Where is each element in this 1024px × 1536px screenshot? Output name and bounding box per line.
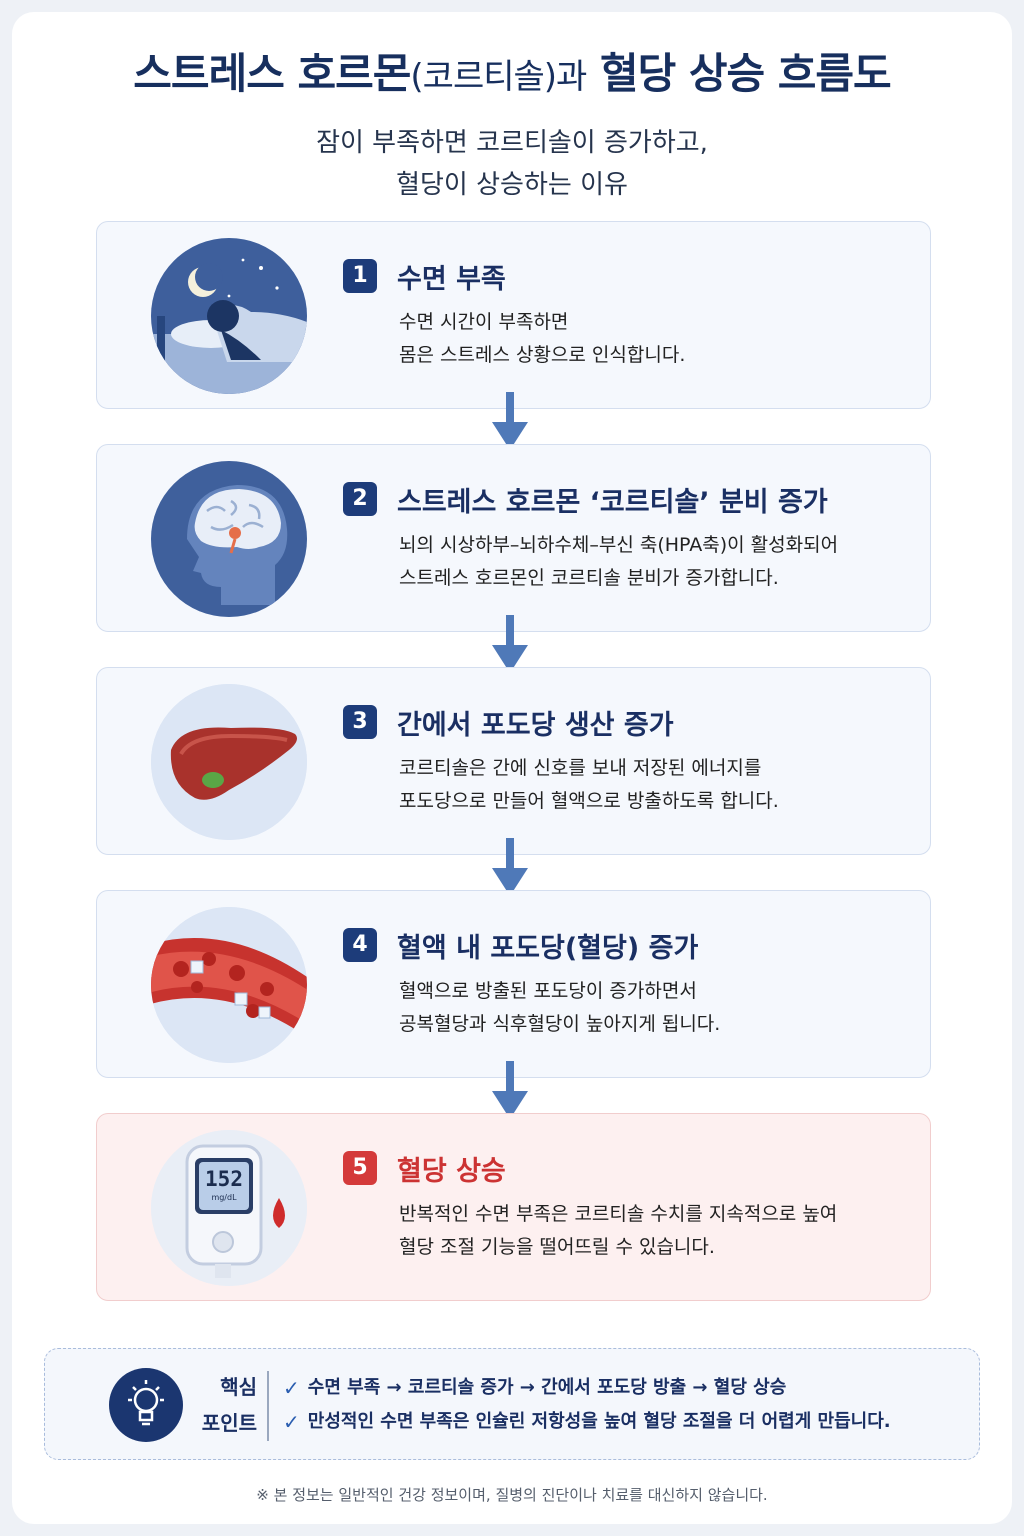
key-point-text: 수면 부족 → 코르티솔 증가 → 간에서 포도당 방출 → 혈당 상승	[307, 1377, 787, 1398]
subtitle-line-2: 혈당이 상승하는 이유	[396, 170, 628, 200]
key-point-item: ✓ 수면 부족 → 코르티솔 증가 → 간에서 포도당 방출 → 혈당 상승	[283, 1371, 891, 1405]
step-title: 혈당 상승	[397, 1155, 506, 1187]
step-card-3: 3 간에서 포도당 생산 증가 코르티솔은 간에 신호를 보내 저장된 에너지를…	[96, 667, 931, 855]
step-description-line: 뇌의 시상하부–뇌하수체–부신 축(HPA축)이 활성화되어	[399, 534, 839, 556]
meter-unit: mg/dL	[211, 1193, 237, 1202]
liver-icon	[151, 684, 307, 840]
title-paren: (코르티솔)과	[410, 57, 587, 97]
step-card-2: 2 스트레스 호르몬 ‘코르티솔’ 분비 증가 뇌의 시상하부–뇌하수체–부신 …	[96, 444, 931, 632]
step-header-1: 1 수면 부족	[343, 256, 506, 296]
step-description-line: 몸은 스트레스 상황으로 인식합니다.	[399, 344, 686, 366]
step-title: 스트레스 호르몬 ‘코르티솔’ 분비 증가	[397, 486, 828, 518]
step-description-line: 혈당 조절 기능을 떨어뜨릴 수 있습니다.	[399, 1236, 715, 1258]
arrow-down-icon	[492, 392, 528, 450]
step-description: 수면 시간이 부족하면 몸은 스트레스 상황으로 인식합니다.	[399, 306, 685, 372]
key-point-label-line: 핵심	[220, 1375, 257, 1399]
arrow-down-icon	[492, 838, 528, 896]
key-point-item: ✓ 만성적인 수면 부족은 인슐린 저항성을 높여 혈당 조절을 더 어렵게 만듭…	[283, 1405, 891, 1439]
step-card-4: 4 혈액 내 포도당(혈당) 증가 혈액으로 방출된 포도당이 증가하면서 공복…	[96, 890, 931, 1078]
subtitle-line-1: 잠이 부족하면 코르티솔이 증가하고,	[316, 128, 708, 158]
step-description-line: 반복적인 수면 부족은 코르티솔 수치를 지속적으로 높여	[399, 1203, 838, 1225]
divider	[267, 1371, 269, 1441]
step-card-1: 1 수면 부족 수면 시간이 부족하면 몸은 스트레스 상황으로 인식합니다.	[96, 221, 931, 409]
step-description-line: 포도당으로 만들어 혈액으로 방출하도록 합니다.	[399, 790, 779, 812]
step-description-line: 스트레스 호르몬인 코르티솔 분비가 증가합니다.	[399, 567, 779, 589]
page-title: 스트레스 호르몬(코르티솔)과 혈당 상승 흐름도	[0, 40, 1024, 101]
meter-reading: 152	[205, 1167, 243, 1191]
step-description: 혈액으로 방출된 포도당이 증가하면서 공복혈당과 식후혈당이 높아지게 됩니다…	[399, 975, 720, 1041]
key-point-label-line: 포인트	[201, 1411, 257, 1435]
step-description-line: 공복혈당과 식후혈당이 높아지게 됩니다.	[399, 1013, 721, 1035]
key-point-box: 핵심 포인트 ✓ 수면 부족 → 코르티솔 증가 → 간에서 포도당 방출 → 혈…	[44, 1348, 980, 1460]
step-number-badge: 5	[343, 1151, 377, 1185]
glucose-meter-icon: 152 mg/dL	[151, 1130, 307, 1286]
key-point-label: 핵심 포인트	[195, 1369, 257, 1441]
arrow-down-icon	[492, 1061, 528, 1119]
step-description: 반복적인 수면 부족은 코르티솔 수치를 지속적으로 높여 혈당 조절 기능을 …	[399, 1198, 837, 1264]
step-number-badge: 3	[343, 705, 377, 739]
step-title: 간에서 포도당 생산 증가	[397, 709, 674, 741]
lightbulb-icon	[109, 1368, 183, 1442]
step-description: 뇌의 시상하부–뇌하수체–부신 축(HPA축)이 활성화되어 스트레스 호르몬인…	[399, 529, 838, 595]
title-main-right: 혈당 상승 흐름도	[599, 49, 892, 98]
title-main-left: 스트레스 호르몬	[133, 49, 411, 98]
step-description-line: 코르티솔은 간에 신호를 보내 저장된 에너지를	[399, 757, 762, 779]
step-title: 수면 부족	[397, 263, 506, 295]
sleeping-person-icon	[151, 238, 307, 394]
step-number-badge: 2	[343, 482, 377, 516]
step-description-line: 혈액으로 방출된 포도당이 증가하면서	[399, 980, 697, 1002]
step-description: 코르티솔은 간에 신호를 보내 저장된 에너지를 포도당으로 만들어 혈액으로 …	[399, 752, 779, 818]
step-description-line: 수면 시간이 부족하면	[399, 311, 569, 333]
check-icon: ✓	[283, 1410, 300, 1434]
key-point-lines: ✓ 수면 부족 → 코르티솔 증가 → 간에서 포도당 방출 → 혈당 상승 ✓ 만…	[283, 1371, 891, 1439]
brain-head-icon	[151, 461, 307, 617]
step-header-5: 5 혈당 상승	[343, 1148, 506, 1188]
check-icon: ✓	[283, 1376, 300, 1400]
blood-vessel-icon	[151, 907, 307, 1063]
page-subtitle: 잠이 부족하면 코르티솔이 증가하고, 혈당이 상승하는 이유	[0, 122, 1024, 206]
step-title: 혈액 내 포도당(혈당) 증가	[397, 932, 699, 964]
step-header-2: 2 스트레스 호르몬 ‘코르티솔’ 분비 증가	[343, 479, 828, 519]
step-card-5: 152 mg/dL 5 혈당 상승 반복적인 수면 부족은 코르티솔 수치를 지…	[96, 1113, 931, 1301]
key-point-text: 만성적인 수면 부족은 인슐린 저항성을 높여 혈당 조절을 더 어렵게 만듭니…	[307, 1411, 891, 1432]
step-number-badge: 1	[343, 259, 377, 293]
step-header-4: 4 혈액 내 포도당(혈당) 증가	[343, 925, 698, 965]
arrow-down-icon	[492, 615, 528, 673]
disclaimer-footnote: ※ 본 정보는 일반적인 건강 정보이며, 질병의 진단이나 치료를 대신하지 …	[256, 1486, 768, 1504]
step-header-3: 3 간에서 포도당 생산 증가	[343, 702, 674, 742]
step-number-badge: 4	[343, 928, 377, 962]
